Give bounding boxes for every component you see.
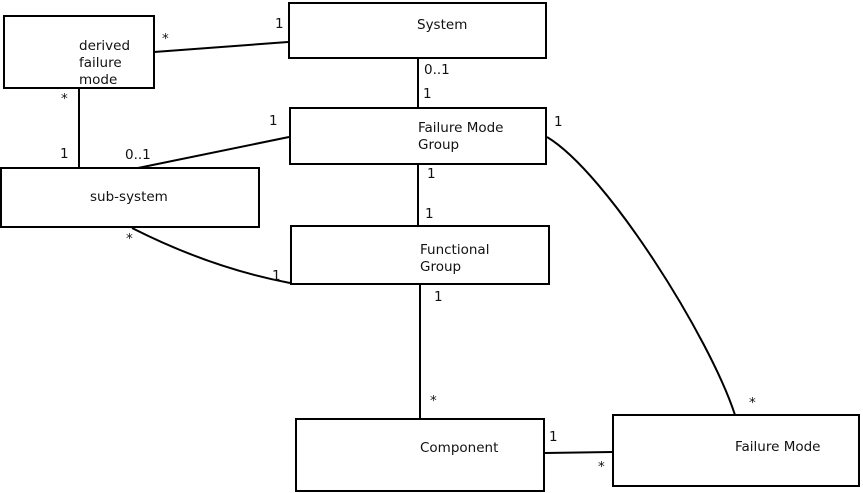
node-system-label: System	[417, 17, 467, 34]
multiplicity-functional-to-component-at-component: *	[430, 393, 437, 409]
multiplicity-fm-group-to-failure-mode-at-group: 1	[554, 114, 563, 130]
node-label-line: derived	[79, 38, 131, 54]
node-functional-group: Functional Group	[290, 225, 550, 285]
node-failure-mode-group: Failure Mode Group	[289, 107, 547, 165]
edge-component-to-failure-mode	[544, 451, 613, 454]
multiplicity-sub-system-to-functional-at-sub-system: *	[126, 231, 133, 247]
node-label-line: System	[417, 17, 468, 33]
multiplicity-fm-group-to-failure-mode-at-failure-mode: *	[749, 395, 756, 411]
node-label-line: mode	[79, 72, 118, 88]
multiplicity-sub-system-to-fm-group-at-group: 1	[269, 113, 278, 129]
node-label-line: sub-system	[90, 189, 168, 205]
node-sub-system: sub-system	[0, 167, 260, 228]
multiplicity-functional-to-component-at-functional: 1	[434, 289, 443, 305]
node-label-line: Group	[418, 137, 460, 153]
edge-sub-system-to-failure-mode-group	[137, 136, 290, 169]
edge-failure-mode-group-to-failure-mode	[546, 136, 736, 416]
node-label-line: Failure Mode	[735, 439, 821, 455]
node-functional-group-label: Functional Group	[420, 242, 489, 276]
node-label-line: Functional	[420, 242, 490, 258]
multiplicity-component-to-failure-mode-at-failure-mode: *	[598, 459, 605, 475]
multiplicity-fm-group-to-functional-at-functional: 1	[425, 206, 434, 222]
multiplicity-derived-to-sub-system-at-sub-system: 1	[60, 146, 69, 162]
node-component: Component	[295, 418, 545, 492]
node-derived-failure-mode: derived failure mode	[3, 15, 155, 89]
multiplicity-derived-to-sub-system-at-derived: *	[61, 91, 68, 107]
edge-derived-failure-mode-to-system	[153, 41, 289, 53]
node-failure-mode-label: Failure Mode	[735, 439, 821, 456]
node-failure-mode-group-label: Failure Mode Group	[418, 120, 504, 154]
node-label-line: failure	[79, 55, 122, 71]
edge-sub-system-to-functional-group	[131, 227, 291, 284]
multiplicity-sub-system-to-fm-group-at-sub-system: 0..1	[125, 147, 151, 163]
node-label-line: Failure Mode	[418, 120, 504, 136]
multiplicity-derived-to-system-at-system: 1	[275, 16, 284, 32]
node-label-line: Component	[420, 440, 499, 456]
node-failure-mode: Failure Mode	[612, 414, 860, 487]
multiplicity-system-to-fm-group-at-group: 1	[423, 86, 432, 102]
multiplicity-sub-system-to-functional-at-functional: 1	[272, 268, 281, 284]
multiplicity-derived-to-system-at-derived: *	[162, 31, 169, 47]
node-sub-system-label: sub-system	[90, 189, 168, 206]
multiplicity-system-to-fm-group-at-system: 0..1	[424, 62, 450, 78]
node-component-label: Component	[420, 440, 498, 457]
multiplicity-component-to-failure-mode-at-component: 1	[549, 429, 558, 445]
node-derived-failure-mode-label: derived failure mode	[79, 38, 130, 89]
node-system: System	[288, 2, 547, 59]
multiplicity-fm-group-to-functional-at-group: 1	[427, 166, 436, 182]
node-label-line: Group	[420, 259, 462, 275]
